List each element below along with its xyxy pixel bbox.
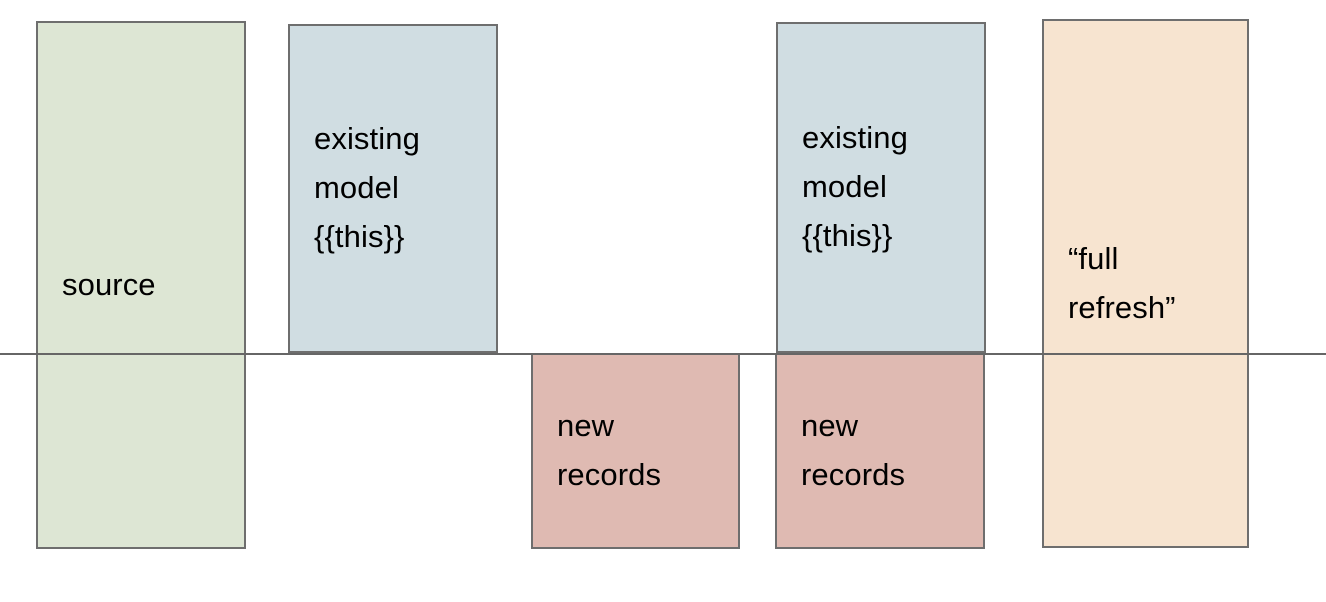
box-label-existing-model-right: existing model {{this}} — [802, 120, 908, 253]
box-label-source: source — [62, 266, 156, 302]
box-new-records-left: new records — [531, 353, 740, 549]
box-existing-model-right: existing model {{this}} — [776, 22, 986, 353]
box-new-records-right: new records — [775, 353, 985, 549]
box-label-existing-model-left: existing model {{this}} — [314, 121, 420, 254]
box-source: source — [36, 21, 246, 549]
box-label-new-records-right: new records — [801, 408, 906, 492]
horizontal-axis-line — [0, 353, 1326, 355]
box-existing-model-left: existing model {{this}} — [288, 24, 498, 353]
box-full-refresh: “full refresh” — [1042, 19, 1249, 548]
box-label-new-records-left: new records — [557, 408, 662, 492]
box-label-full-refresh: “full refresh” — [1068, 240, 1176, 325]
